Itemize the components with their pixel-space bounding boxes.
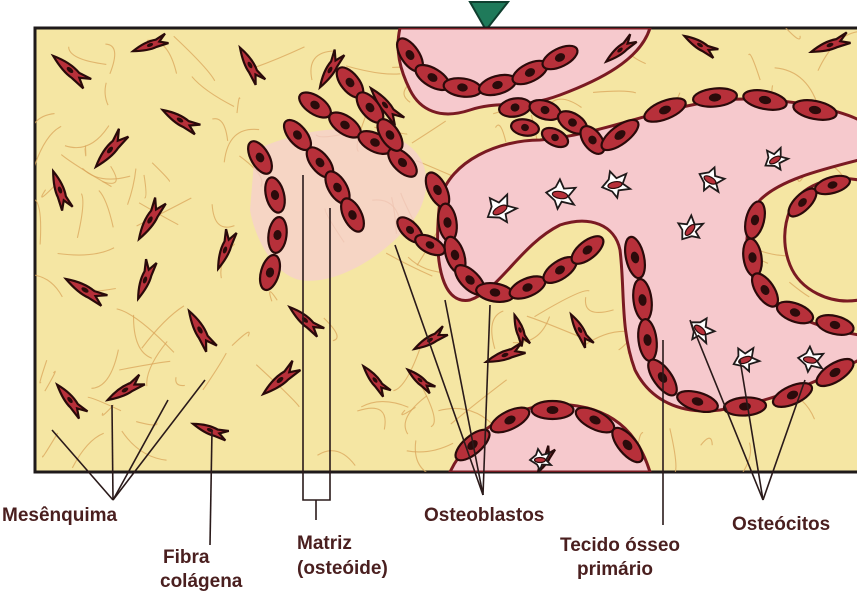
label-matriz-line2: (osteóide) [297, 558, 388, 579]
label-matriz-line1: Matriz [297, 533, 352, 554]
label-tecido-line2: primário [577, 559, 653, 580]
label-osteoblastos: Osteoblastos [424, 505, 544, 526]
collagen-fiber [85, 145, 86, 155]
label-fibra-line1: Fibra [163, 547, 210, 568]
osteoblast [532, 401, 574, 419]
label-fibra-line2: colágena [160, 571, 243, 592]
label-osteocitos: Osteócitos [732, 514, 830, 535]
label-tecido-line1: Tecido ósseo [560, 535, 680, 556]
label-mesenquima: Mesênquima [2, 505, 118, 526]
arrow-tip-icon [470, 2, 508, 30]
